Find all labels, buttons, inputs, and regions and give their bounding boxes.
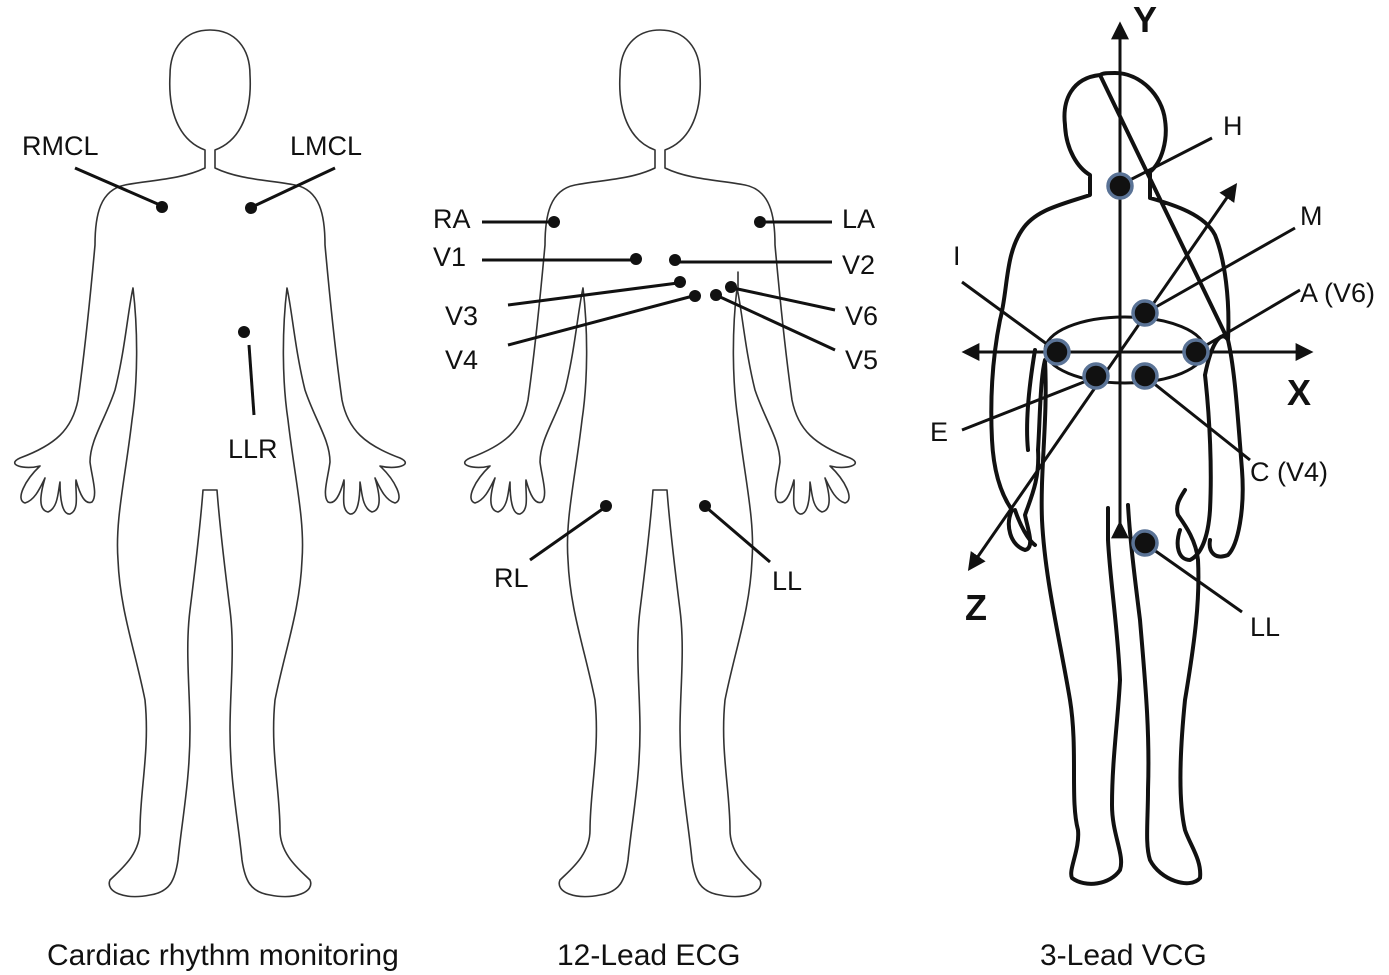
label-c: C (V4) [1250, 457, 1328, 487]
cardiac-rhythm-panel: RMCL LMCL LLR Cardiac rhythm monitoring [13, 29, 407, 972]
label-v6: V6 [845, 301, 878, 331]
electrode-llr: LLR [228, 326, 278, 464]
electrode-v2: V2 [669, 250, 875, 280]
label-v3: V3 [445, 301, 478, 331]
electrode-h: H [1106, 111, 1243, 200]
caption-twelve-lead: 12-Lead ECG [557, 939, 740, 972]
electrode-e: E [930, 362, 1110, 447]
label-llr: LLR [228, 434, 278, 464]
electrode-lmcl: LMCL [245, 131, 362, 214]
label-i: I [953, 241, 961, 271]
label-a: A (V6) [1300, 278, 1375, 308]
label-v5: V5 [845, 345, 878, 375]
label-ra: RA [433, 204, 471, 234]
label-e: E [930, 417, 948, 447]
axis-label-y: Y [1133, 0, 1157, 40]
electrode-m: M [1131, 201, 1323, 327]
electrode-la: LA [754, 204, 875, 234]
caption-cardiac-rhythm: Cardiac rhythm monitoring [47, 939, 399, 972]
label-m: M [1300, 201, 1323, 231]
twelve-lead-panel: RA LA V1 V2 V3 V4 V6 [433, 29, 878, 972]
label-lmcl: LMCL [290, 131, 362, 161]
axis-label-x: X [1287, 372, 1311, 413]
electrode-ra: RA [433, 204, 560, 234]
label-rl: RL [494, 563, 529, 593]
electrode-i: I [953, 241, 1071, 366]
electrode-v3: V3 [445, 276, 686, 331]
label-ll-right: LL [1250, 612, 1280, 642]
electrode-ll-middle: LL [699, 500, 802, 596]
electrode-rl: RL [494, 500, 612, 593]
electrode-v5: V5 [710, 289, 878, 375]
label-v4: V4 [445, 345, 478, 375]
label-v1: V1 [433, 242, 466, 272]
electrode-v4: V4 [445, 290, 701, 375]
label-v2: V2 [842, 250, 875, 280]
electrode-v1: V1 [433, 242, 642, 272]
vcg-panel: Y X Z H M I A (V6) E [930, 0, 1375, 972]
axis-label-z: Z [965, 587, 987, 628]
caption-vcg: 3-Lead VCG [1040, 939, 1207, 972]
electrode-c: C (V4) [1131, 362, 1328, 487]
label-h: H [1223, 111, 1243, 141]
electrode-v6: V6 [725, 281, 878, 331]
label-ll-middle: LL [772, 566, 802, 596]
electrode-rmcl: RMCL [22, 131, 168, 213]
label-la: LA [842, 204, 875, 234]
electrode-ll-right: LL [1131, 529, 1280, 642]
electrode-a: A (V6) [1182, 278, 1375, 366]
label-rmcl: RMCL [22, 131, 99, 161]
body-outline-middle [463, 29, 857, 898]
